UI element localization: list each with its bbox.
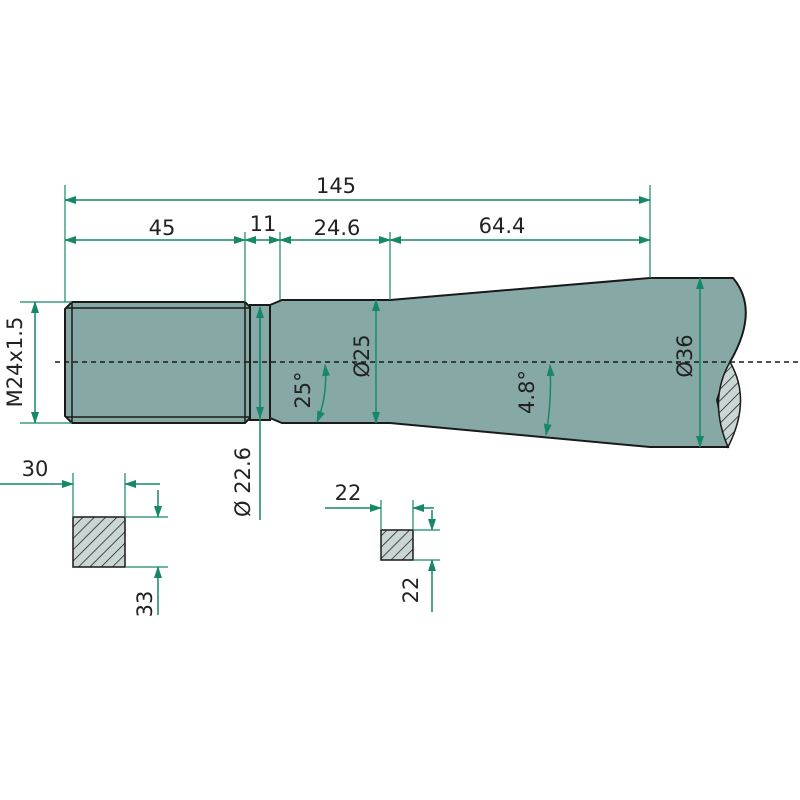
- dim-end-diameter: Ø36: [673, 334, 697, 377]
- dim-shank-length: 24.6: [314, 216, 361, 240]
- dim-groove-length: 11: [250, 212, 277, 236]
- end-section-hatch: [717, 360, 742, 449]
- dim-groove-diameter: Ø 22.6: [231, 447, 255, 517]
- dim-taper-angle: 4.8°: [515, 370, 539, 414]
- dim-section-large-height: 33: [133, 591, 157, 618]
- dim-taper-length: 64.4: [479, 214, 526, 238]
- dim-section-small-height: 22: [399, 577, 423, 604]
- dim-thread-length: 45: [149, 216, 176, 240]
- section-large: 30 33: [0, 457, 168, 617]
- dim-section-large-width: 30: [22, 457, 49, 481]
- section-small: 22 22: [325, 481, 440, 612]
- dim-section-small-width: 22: [335, 481, 362, 505]
- dim-chamfer-angle: 25°: [291, 371, 315, 408]
- dim-shank-diameter: Ø25: [350, 334, 374, 377]
- dim-overall-length: 145: [316, 174, 356, 198]
- dim-thread: M24x1.5: [3, 317, 27, 408]
